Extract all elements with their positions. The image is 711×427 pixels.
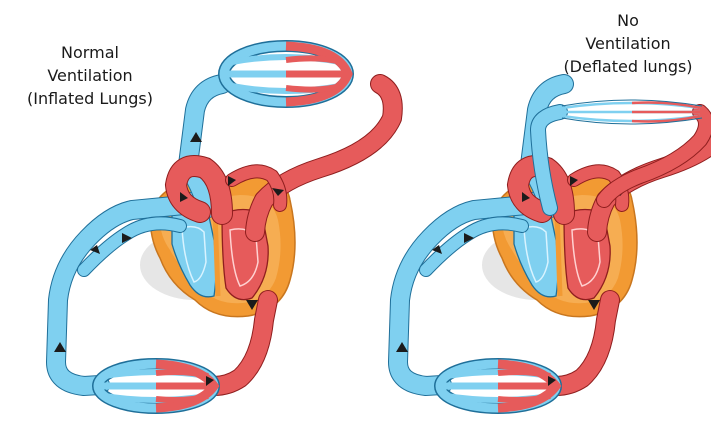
circulation-no-ventilation bbox=[396, 84, 711, 412]
label-line: Ventilation bbox=[545, 32, 711, 55]
label-line: Normal bbox=[5, 41, 175, 64]
lungs-inflated bbox=[224, 46, 348, 102]
label-line: No bbox=[545, 9, 711, 32]
circulation-normal bbox=[54, 84, 393, 412]
label-normal-ventilation: Normal Ventilation (Inflated Lungs) bbox=[5, 41, 175, 110]
diagram-no-ventilation bbox=[396, 84, 711, 412]
label-no-ventilation: No Ventilation (Deflated lungs) bbox=[545, 9, 711, 78]
label-line: Ventilation bbox=[5, 64, 175, 87]
label-line: (Deflated lungs) bbox=[545, 55, 711, 78]
label-line: (Inflated Lungs) bbox=[5, 87, 175, 110]
